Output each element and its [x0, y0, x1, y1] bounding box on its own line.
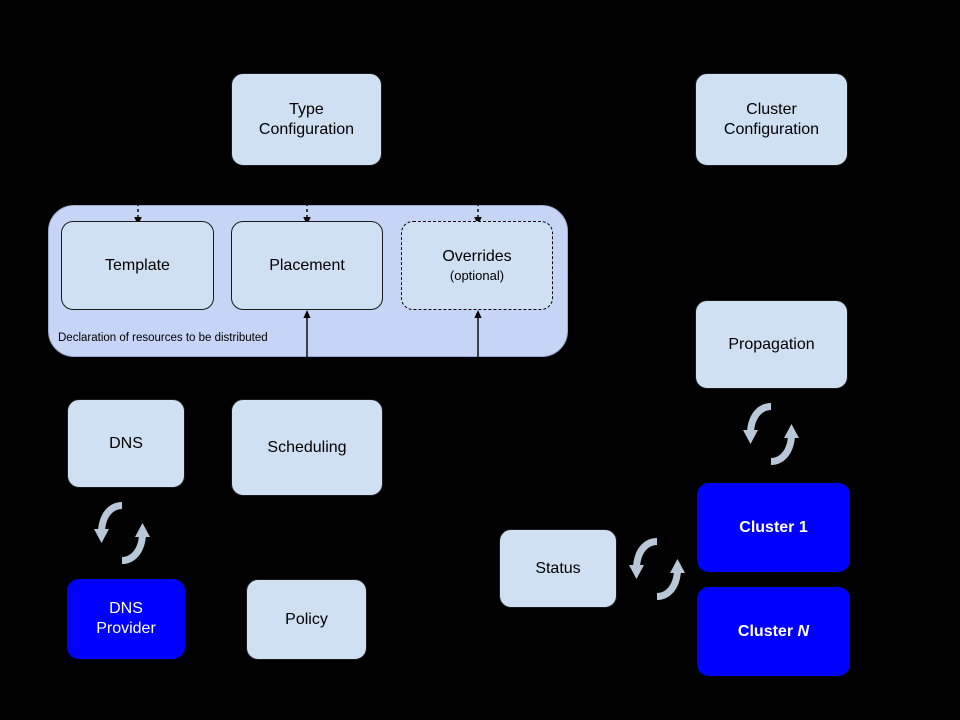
node-cluster-1-label: Cluster 1	[739, 518, 808, 536]
node-template[interactable]: Template	[61, 221, 214, 310]
node-cluster-configuration[interactable]: Cluster Configuration	[695, 73, 848, 166]
node-type-configuration-label: Type Configuration	[258, 100, 355, 138]
node-status[interactable]: Status	[499, 529, 617, 608]
node-overrides[interactable]: Overrides (optional)	[401, 221, 553, 310]
node-policy[interactable]: Policy	[246, 579, 367, 660]
node-dns-provider[interactable]: DNS Provider	[67, 579, 185, 659]
connector-placement-from-below	[299, 310, 315, 357]
node-propagation-label: Propagation	[728, 335, 815, 353]
node-dns-label: DNS	[109, 434, 143, 452]
node-template-label: Template	[105, 256, 170, 274]
node-cluster-n[interactable]: Cluster N	[697, 587, 850, 676]
node-overrides-sublabel: (optional)	[449, 267, 505, 283]
node-status-label: Status	[535, 559, 581, 577]
node-placement-label: Placement	[269, 256, 345, 274]
node-overrides-label: Overrides	[442, 248, 512, 266]
node-policy-label: Policy	[285, 610, 328, 628]
node-cluster-n-label: Cluster N	[738, 622, 809, 642]
node-dns[interactable]: DNS	[67, 399, 185, 488]
node-type-configuration[interactable]: Type Configuration	[231, 73, 382, 166]
group-caption: Declaration of resources to be distribut…	[58, 332, 268, 344]
node-cluster-configuration-label: Cluster Configuration	[723, 100, 820, 138]
node-propagation[interactable]: Propagation	[695, 300, 848, 389]
sync-arrows-icon-status	[626, 527, 688, 611]
node-scheduling[interactable]: Scheduling	[231, 399, 383, 496]
node-placement[interactable]: Placement	[231, 221, 383, 310]
node-cluster-1[interactable]: Cluster 1	[697, 483, 850, 572]
node-cluster-n-prefix: Cluster	[737, 622, 798, 640]
node-dns-provider-label: DNS Provider	[96, 600, 156, 637]
connector-overrides-from-below	[470, 310, 486, 357]
sync-arrows-icon-propagation	[740, 398, 802, 470]
node-cluster-n-suffix: N	[797, 622, 810, 640]
node-scheduling-label: Scheduling	[267, 438, 347, 456]
sync-arrows-icon-dns	[91, 497, 153, 569]
